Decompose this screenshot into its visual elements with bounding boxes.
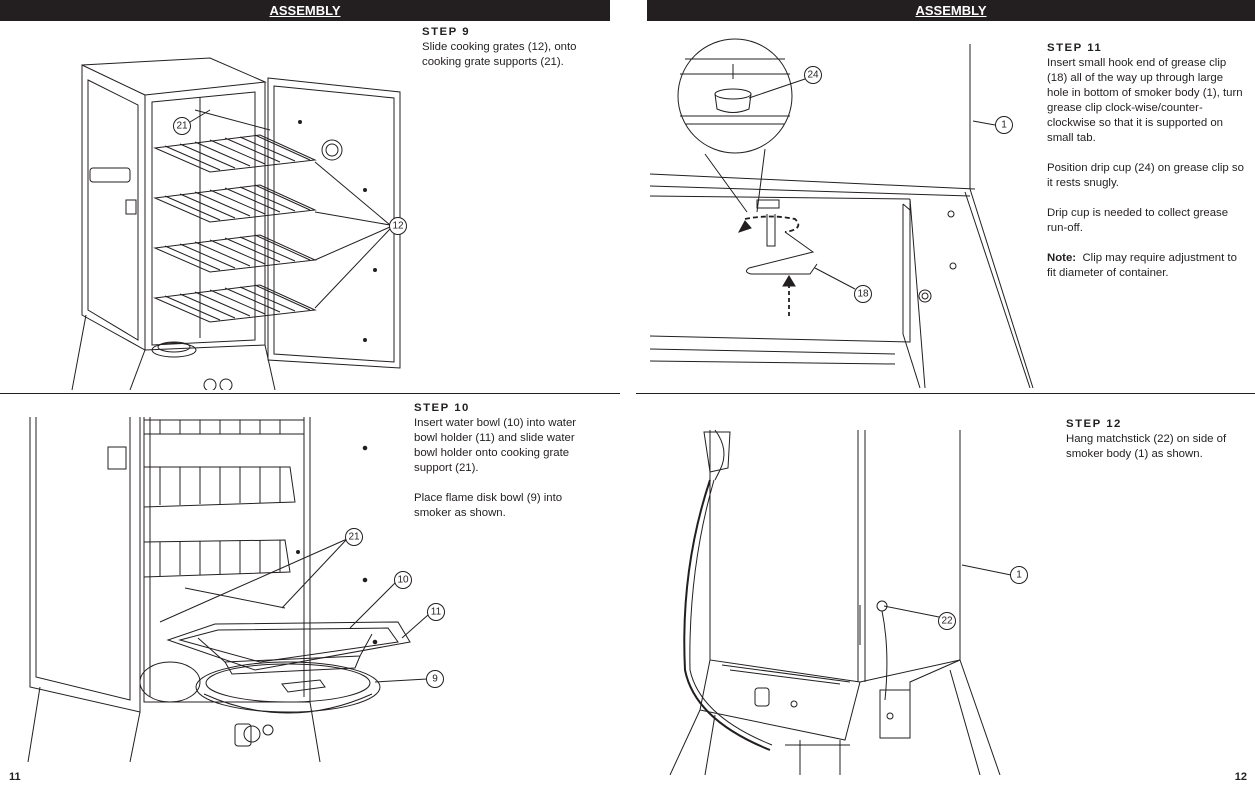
step9-callouts: 21 12 <box>174 110 407 308</box>
callout-10: 10 <box>397 575 409 586</box>
cooking-grates <box>155 110 315 322</box>
banner-title: ASSEMBLY <box>915 3 987 18</box>
detail-inset <box>678 39 792 212</box>
banner-title: ASSEMBLY <box>269 3 341 18</box>
note-text: Clip may require adjustment to fit diame… <box>1047 252 1237 279</box>
step10-instructions: STEP 10 Insert water bowl (10) into wate… <box>414 401 599 536</box>
step10-text2: Place flame disk bowl (9) into smoker as… <box>414 492 563 519</box>
grease-clip <box>739 200 817 316</box>
step11-title: STEP 11 <box>1047 42 1103 54</box>
step10-callouts: 21 10 11 9 <box>160 529 445 688</box>
step12-callouts: 1 22 <box>884 565 1028 630</box>
callout-1: 1 <box>1016 570 1022 581</box>
callout-12: 12 <box>392 221 404 232</box>
step11-text2: Position drip cup (24) on grease clip so… <box>1047 162 1244 189</box>
smoker-body-underside <box>650 44 1033 388</box>
assembly-banner-left: ASSEMBLY <box>0 0 610 21</box>
step11-note: Note: Clip may require adjustment to fit… <box>1047 251 1247 281</box>
callout-22: 22 <box>941 616 953 627</box>
divider-left <box>0 393 620 394</box>
step9-title: STEP 9 <box>422 26 471 38</box>
step9-instructions: STEP 9 Slide cooking grates (12), onto c… <box>422 25 602 85</box>
step11-text3: Drip cup is needed to collect grease run… <box>1047 207 1229 234</box>
note-label: Note: <box>1047 252 1077 264</box>
callout-11: 11 <box>431 607 442 618</box>
step10-illustration: 21 10 11 9 <box>20 412 450 762</box>
step12-illustration: 1 22 <box>660 420 1040 775</box>
page-number-right: 12 <box>1234 771 1247 783</box>
step11-instructions: STEP 11 Insert small hook end of grease … <box>1047 41 1247 296</box>
callout-21: 21 <box>176 121 188 132</box>
hose-and-matchstick <box>684 430 887 750</box>
step9-illustration: 21 12 <box>60 50 420 390</box>
page-number-left: 11 <box>9 771 21 783</box>
step10-text1: Insert water bowl (10) into water bowl h… <box>414 417 577 474</box>
callout-21: 21 <box>348 532 360 543</box>
step11-callouts: 24 1 18 <box>749 67 1013 303</box>
smoker-side <box>670 430 1000 775</box>
water-bowl-and-holder <box>168 622 410 674</box>
step11-text1: Insert small hook end of grease clip (18… <box>1047 57 1243 144</box>
callout-18: 18 <box>857 289 869 300</box>
step9-text: Slide cooking grates (12), onto cooking … <box>422 41 577 68</box>
step12-instructions: STEP 12 Hang matchstick (22) on side of … <box>1066 417 1251 477</box>
step11-illustration: 24 1 18 <box>645 24 1040 392</box>
step12-title: STEP 12 <box>1066 418 1122 430</box>
cooking-grates-installed <box>144 420 304 608</box>
divider-right <box>636 393 1255 394</box>
flame-disk-bowl <box>140 662 380 713</box>
callout-9: 9 <box>432 674 438 685</box>
smoker-cabinet <box>72 58 275 390</box>
assembly-banner-right: ASSEMBLY <box>647 0 1255 21</box>
step10-title: STEP 10 <box>414 402 470 414</box>
callout-1: 1 <box>1001 120 1007 131</box>
step12-text: Hang matchstick (22) on side of smoker b… <box>1066 433 1227 460</box>
callout-24: 24 <box>807 70 819 81</box>
